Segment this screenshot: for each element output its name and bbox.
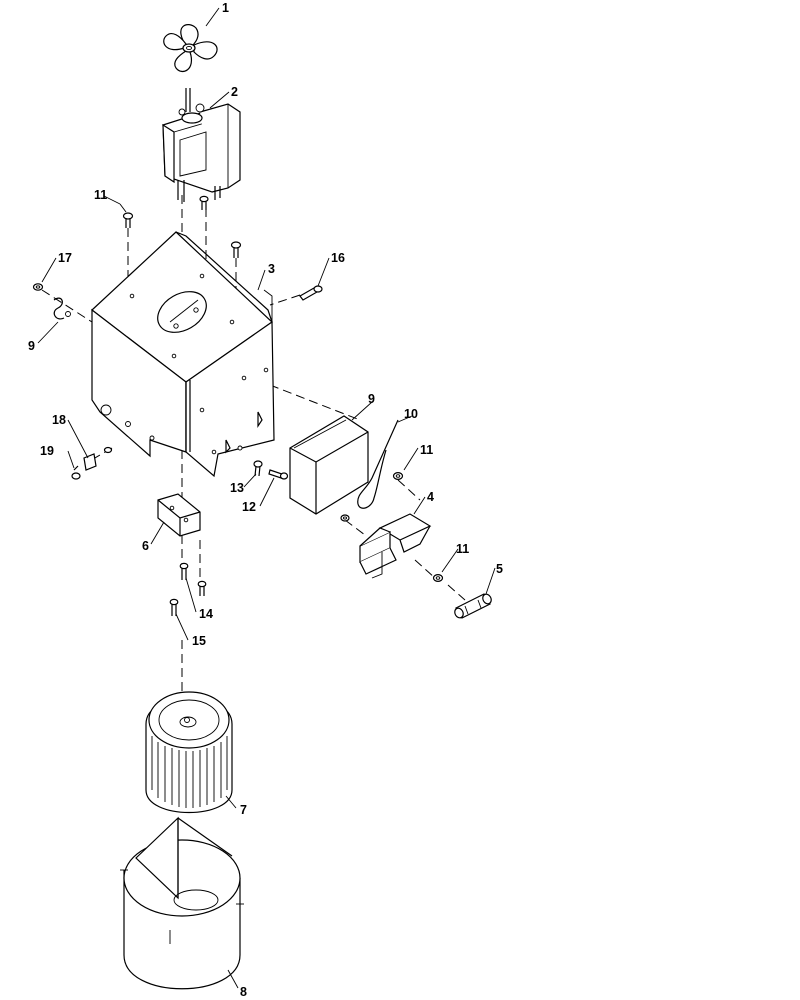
callout-10: 10	[404, 407, 418, 421]
callout-11-top: 11	[94, 188, 107, 202]
callout-6: 6	[142, 539, 149, 553]
callout-16: 16	[331, 251, 345, 265]
fan-motor-part	[162, 88, 241, 202]
callout-13: 13	[230, 481, 244, 495]
callout-17: 17	[58, 251, 72, 265]
callout-12: 12	[242, 500, 256, 514]
screw-15	[169, 598, 179, 616]
callout-3: 3	[268, 262, 275, 276]
screw-13	[253, 460, 263, 477]
callout-15: 15	[192, 634, 206, 648]
screw-bracket	[340, 514, 350, 522]
callout-labels: 1 2 11 3 16 17 9 18 19 9 10 11 13 12 4 1…	[28, 1, 503, 999]
screw-14	[179, 562, 189, 580]
callout-8: 8	[240, 985, 247, 999]
capacitor-box-part	[289, 415, 369, 515]
clip-18	[83, 446, 113, 471]
callout-5: 5	[496, 562, 503, 576]
blower-vanes	[151, 736, 228, 808]
callout-11-lower: 11	[456, 542, 469, 556]
screw-11-top	[122, 212, 134, 228]
callout-7: 7	[240, 803, 247, 817]
callout-1: 1	[222, 1, 229, 15]
housing-bracket-part	[91, 231, 275, 478]
screw-11-right	[392, 472, 404, 481]
blower-wheel-part	[145, 691, 233, 813]
screw-16	[299, 285, 323, 301]
terminal-block-part	[157, 493, 201, 537]
nut-17	[32, 283, 44, 291]
callout-4: 4	[427, 490, 434, 504]
callout-2: 2	[231, 85, 238, 99]
leader-lines	[37, 7, 496, 989]
blower-housing-part	[120, 816, 244, 990]
fan-blade-part	[163, 24, 218, 73]
mounting-clamp-part	[359, 513, 432, 579]
wire-loop-part	[357, 419, 399, 509]
screw-14b	[197, 580, 207, 596]
screw-12	[268, 469, 289, 480]
callout-19: 19	[40, 444, 54, 458]
callout-9-right: 9	[368, 392, 375, 406]
callout-11-right: 11	[420, 443, 433, 457]
screw-housing-top	[230, 241, 242, 258]
callout-18: 18	[52, 413, 66, 427]
spring-clip-9-left	[53, 297, 71, 320]
screw-11-lower	[432, 573, 444, 582]
fuse-part	[454, 593, 492, 619]
screw-19	[71, 465, 81, 480]
callout-14: 14	[199, 607, 213, 621]
callout-9-left: 9	[28, 339, 35, 353]
screw-motor	[199, 195, 209, 210]
